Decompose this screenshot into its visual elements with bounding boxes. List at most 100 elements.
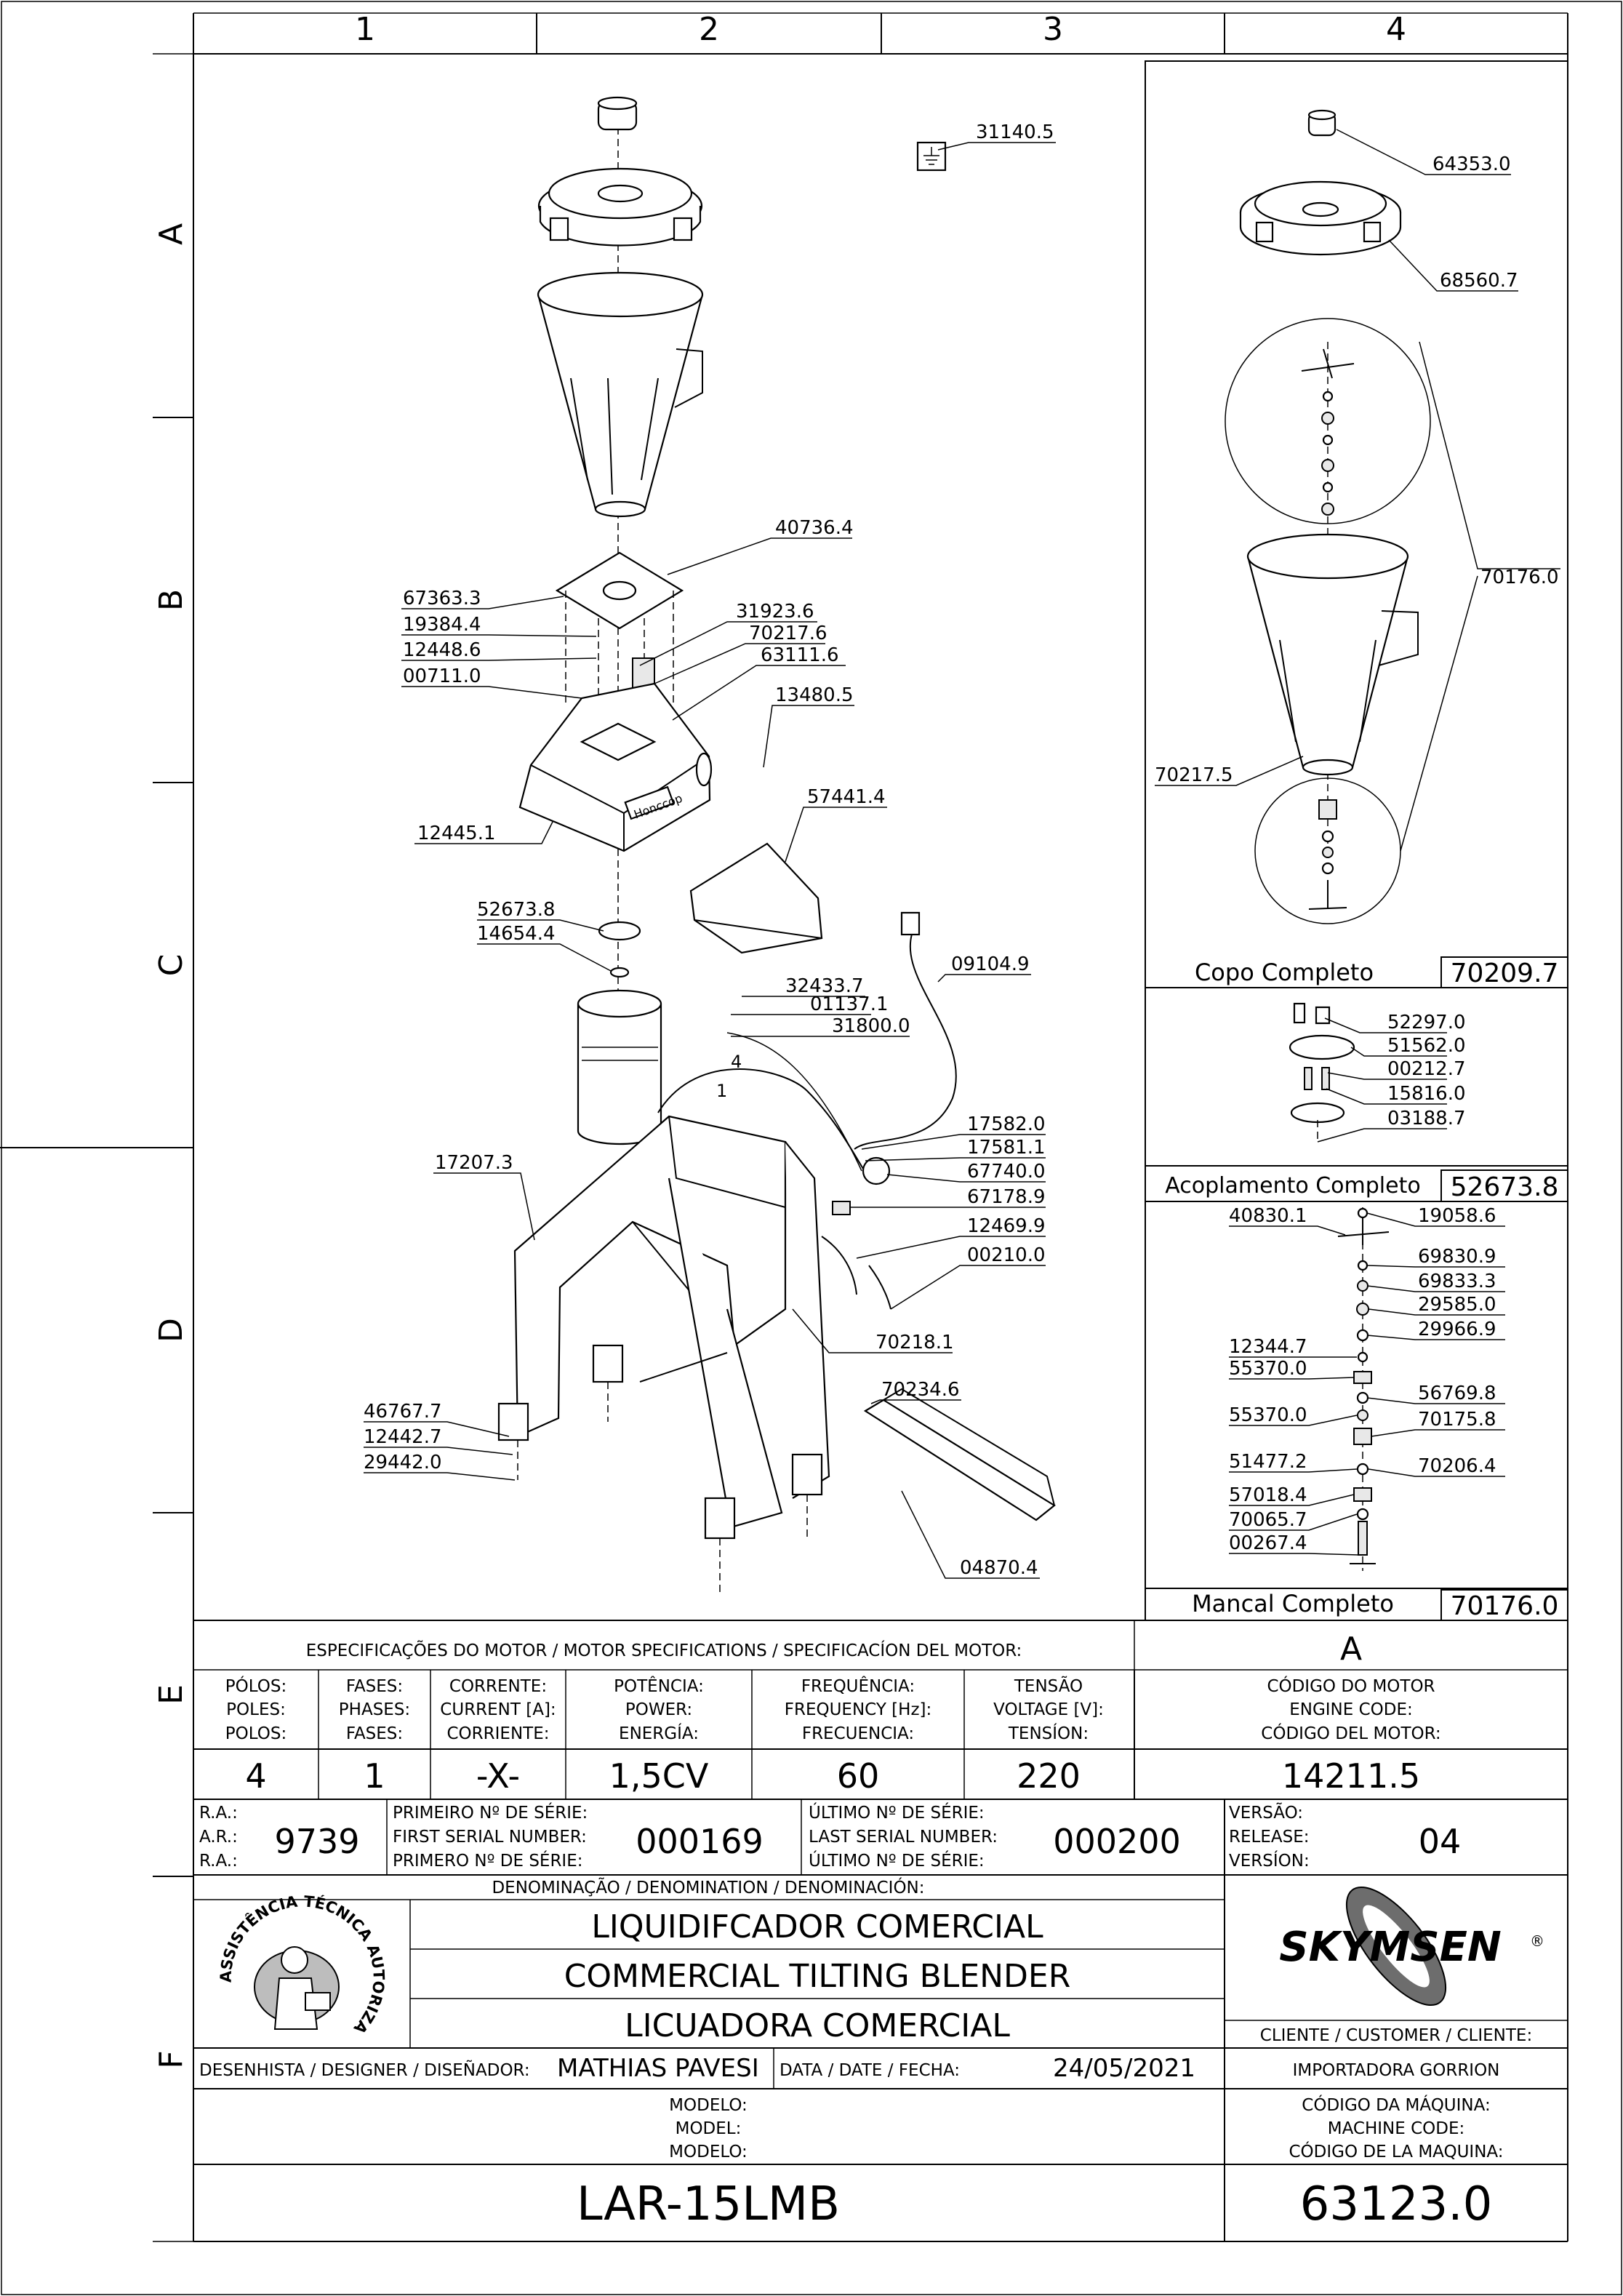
row-label: A: [153, 223, 190, 245]
engine-code-value: 14211.5: [1282, 1756, 1420, 1796]
part-number: 52673.8: [477, 899, 556, 921]
first-serial-label: PRIMERO Nº DE SÉRIE:: [393, 1850, 583, 1871]
detail-panel: [1145, 60, 1568, 1621]
part-number: 19058.6: [1418, 1205, 1496, 1227]
spec-header: FREQUÊNCIA:: [801, 1676, 915, 1696]
part-number: 64353.0: [1432, 153, 1511, 175]
exploded-view-drawing: Honccop 4 1: [497, 96, 1056, 1593]
seal-figure-head: [281, 1946, 308, 1974]
part-number: 00711.0: [403, 665, 481, 687]
spec-header: PÓLOS:: [225, 1676, 286, 1696]
designer-name: MATHIAS PAVESI: [557, 2054, 759, 2083]
column-labels: 1 2 3 4: [355, 11, 1406, 48]
part-number: 57441.4: [807, 786, 886, 808]
machine-code: CÓDIGO DA MÁQUINA: MACHINE CODE: CÓDIGO …: [1289, 2095, 1503, 2231]
part-number: 70234.6: [881, 1379, 960, 1401]
model: MODELO: MODEL: MODELO: LAR-15LMB: [577, 2096, 840, 2231]
spec-header: POLES:: [226, 1700, 286, 1719]
spec-header: FREQUENCY [Hz]:: [785, 1700, 932, 1719]
mancal-completo-drawing: [1337, 1207, 1390, 1571]
motor-specs-title: ESPECIFICAÇÕES DO MOTOR / MOTOR SPECIFIC…: [306, 1639, 1022, 1660]
row-label: F: [153, 2050, 190, 2068]
brand-name: SKYMSEN: [1279, 1924, 1501, 1971]
last-serial-label: LAST SERIAL NUMBER:: [809, 1828, 998, 1847]
mancal-completo-labels: 40830.1 19058.6 69830.9 69833.3 29585.0 …: [1192, 1205, 1558, 1621]
column-label: 4: [1386, 11, 1406, 48]
machine-code-header: CÓDIGO DE LA MAQUINA:: [1289, 2141, 1503, 2161]
part-number: 31140.5: [976, 121, 1054, 143]
spec-value-power: 1,5CV: [609, 1756, 709, 1796]
spec-header: POWER:: [625, 1700, 692, 1719]
column-label: 1: [355, 11, 375, 48]
version-label: VERSÃO:: [1229, 1802, 1303, 1823]
part-number: 67178.9: [967, 1186, 1046, 1208]
part-number: 40830.1: [1229, 1205, 1307, 1227]
seal-figure-toolbox: [305, 1992, 331, 2011]
spec-header: POTÊNCIA:: [614, 1676, 704, 1696]
part-number: 69830.9: [1418, 1246, 1496, 1268]
part-number: 70176.0: [1480, 567, 1559, 588]
model-header: MODELO:: [669, 2096, 748, 2115]
row-labels: A B C D E F: [153, 223, 190, 2069]
spec-header: FRECUENCIA:: [802, 1724, 914, 1743]
assembly-code: 52673.8: [1451, 1172, 1559, 1202]
model-header: MODELO:: [669, 2143, 748, 2161]
spec-header: POLOS:: [225, 1724, 286, 1743]
spec-header: CURRENT [A]:: [440, 1700, 556, 1719]
part-number: 29585.0: [1418, 1294, 1496, 1316]
motor-specs: ESPECIFICAÇÕES DO MOTOR / MOTOR SPECIFIC…: [225, 1631, 1441, 1796]
first-serial-value: 000169: [636, 1822, 764, 1861]
part-number: 14654.4: [477, 923, 556, 945]
version-label: VERSÍON:: [1229, 1850, 1310, 1871]
machine-code-value: 63123.0: [1300, 2177, 1493, 2231]
part-number: 70175.8: [1418, 1409, 1496, 1431]
spec-header: CORRIENTE:: [447, 1724, 550, 1743]
part-number: 12344.7: [1229, 1336, 1307, 1358]
part-number: 55370.0: [1229, 1404, 1307, 1426]
part-number: 04870.4: [960, 1557, 1038, 1579]
part-number: 12445.1: [417, 823, 496, 844]
part-number: 17582.0: [967, 1113, 1046, 1135]
wire-marker: 1: [716, 1081, 727, 1101]
spec-header: ENGINE CODE:: [1289, 1700, 1413, 1719]
acoplamento-completo-leaders: [1317, 1017, 1447, 1143]
part-number: 31800.0: [832, 1015, 910, 1037]
spec-value-poles: 4: [245, 1756, 266, 1796]
ra-label: A.R.:: [199, 1828, 238, 1847]
spec-header: TENSÃO: [1014, 1676, 1083, 1696]
part-number: 51562.0: [1387, 1035, 1466, 1057]
denomination: DENOMINAÇÃO / DENOMINATION / DENOMINACIÓ…: [492, 1877, 1070, 2044]
part-number: 68560.7: [1440, 270, 1518, 292]
part-number: 63111.6: [761, 644, 839, 666]
part-number: 03188.7: [1387, 1108, 1466, 1129]
spec-value-phases: 1: [364, 1756, 385, 1796]
spec-header: FASES:: [346, 1677, 403, 1696]
row-label: B: [153, 589, 190, 611]
spec-value-frequency: 60: [837, 1756, 880, 1796]
skymsen-logo: SKYMSEN ®: [1279, 1886, 1544, 2007]
title-block-lines: [193, 1620, 1568, 2241]
part-number: 31923.6: [736, 601, 814, 623]
acoplamento-completo-drawing: [1289, 1002, 1355, 1142]
part-number: 67363.3: [403, 588, 481, 609]
part-number: 12469.9: [967, 1215, 1046, 1237]
denomination-es: LICUADORA COMERCIAL: [625, 2007, 1010, 2044]
part-number: 69833.3: [1418, 1271, 1496, 1292]
model-header: MODEL:: [676, 2119, 742, 2138]
acoplamento-completo-labels: 52297.0 51562.0 00212.7 15816.0 03188.7 …: [1165, 1012, 1558, 1202]
seal-figure-body: [273, 1977, 318, 2030]
row-label: E: [153, 1684, 190, 1705]
date-label: DATA / DATE / FECHA:: [780, 2061, 960, 2080]
denomination-en: COMMERCIAL TILTING BLENDER: [564, 1958, 1071, 1995]
exploded-view-labels: 31140.5 40736.4 67363.3 19384.4 12448.6 …: [364, 121, 1054, 1579]
spec-header: CÓDIGO DO MOTOR: [1267, 1676, 1435, 1696]
part-number: 40736.4: [775, 517, 854, 539]
spec-header: FASES:: [346, 1724, 403, 1743]
part-number: 70217.5: [1155, 764, 1233, 786]
part-number: 29966.9: [1418, 1319, 1496, 1340]
spec-header: CÓDIGO DEL MOTOR:: [1261, 1723, 1440, 1743]
brand-trademark: ®: [1530, 1932, 1544, 1950]
copo-completo-drawing: [1225, 109, 1431, 924]
part-number: 13480.5: [775, 684, 854, 706]
column-label: 2: [699, 11, 719, 48]
